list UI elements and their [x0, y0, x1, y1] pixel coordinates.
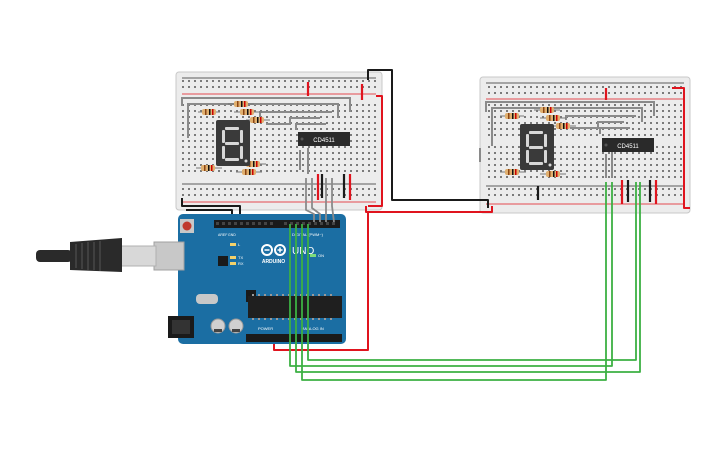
aref-label: AREF — [218, 233, 227, 237]
resistor-icon[interactable] — [500, 169, 526, 175]
reset-button[interactable] — [180, 219, 194, 233]
resistor-icon[interactable] — [540, 115, 566, 121]
resistor-icon[interactable] — [500, 113, 524, 119]
decoder-chip[interactable]: CD4511 — [298, 132, 350, 146]
resistor-icon[interactable] — [550, 123, 576, 129]
resistor-icon[interactable] — [534, 107, 560, 113]
decoder-chip[interactable]: CD4511 — [602, 138, 654, 152]
gnd-label: GND — [228, 233, 236, 237]
seven-segment-display[interactable] — [520, 124, 554, 170]
usb-connector[interactable] — [119, 241, 185, 271]
signal-wires[interactable] — [289, 178, 641, 381]
led-tx-label: TX — [238, 255, 243, 260]
usb-cable[interactable] — [36, 238, 122, 272]
resistor-icon[interactable] — [198, 109, 220, 115]
resistor-icon[interactable] — [234, 109, 262, 115]
resistor-icon[interactable] — [228, 101, 254, 107]
arduino-model: UNO — [292, 246, 314, 257]
resistor-icon[interactable] — [540, 171, 566, 177]
led-l-label: L — [238, 242, 241, 247]
power-label: POWER — [258, 326, 273, 331]
arduino-logo-icon — [261, 244, 286, 256]
right-breadboard[interactable]: CD4511 — [479, 76, 691, 214]
analog-label: ANALOG IN — [302, 326, 324, 331]
seven-segment-display[interactable] — [216, 120, 250, 166]
led-on-label: ON — [318, 253, 324, 258]
chip-label: CD4511 — [313, 138, 335, 144]
resistor-icon[interactable] — [246, 117, 270, 123]
resistor-icon[interactable] — [236, 169, 262, 175]
led-rx-label: RX — [238, 261, 244, 266]
arduino-uno-board[interactable]: AREF GND L TX RX ON — [36, 214, 346, 344]
power-jack[interactable] — [168, 316, 194, 338]
microcontroller-chip — [248, 294, 342, 320]
resistor-icon[interactable] — [196, 165, 222, 171]
chip-label: CD4511 — [617, 144, 639, 150]
status-leds: L TX RX ON — [230, 242, 324, 266]
left-breadboard[interactable]: CD4511 — [175, 71, 383, 211]
arduino-brand: ARDUINO — [262, 259, 285, 265]
